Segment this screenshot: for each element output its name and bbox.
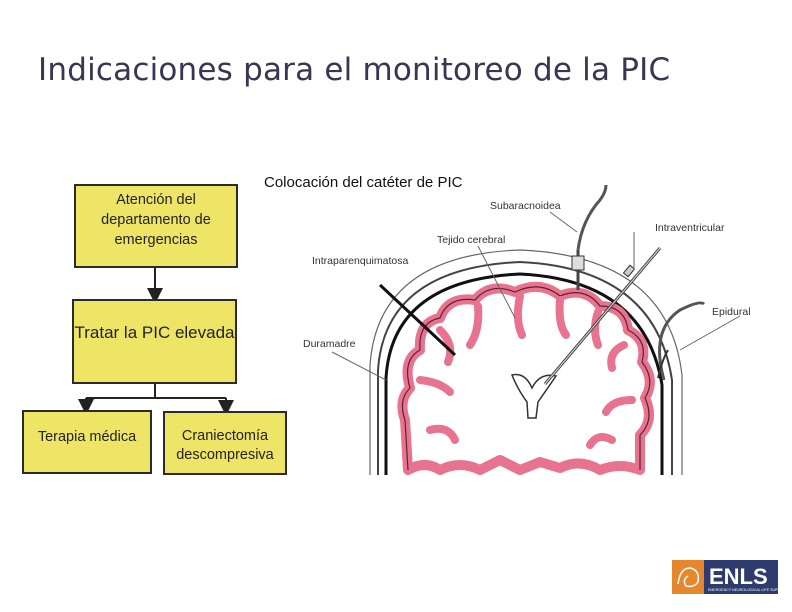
ventricle [510, 373, 558, 419]
label-intraparenchymal: Intraparenquimatosa [312, 255, 409, 267]
flow-box-craniectomy: Craniectomía descompresiva [163, 411, 287, 475]
enls-logo-graphic: ENLS EMERGENCY NEUROLOGICAL LIFE SUPPORT [672, 560, 778, 594]
label-intraventricular: Intraventricular [655, 222, 725, 234]
flow-box-medical-therapy: Terapia médica [22, 410, 152, 474]
label-brain-tissue: Tejido cerebral [437, 234, 506, 246]
catheter-heading: Colocación del catéter de PIC [264, 174, 463, 191]
flow-box-emergency: Atención del departamento de emergencias [74, 184, 238, 268]
enls-logo: ENLS EMERGENCY NEUROLOGICAL LIFE SUPPORT [672, 560, 778, 594]
svg-text:ENLS: ENLS [709, 564, 768, 589]
svg-text:EMERGENCY NEUROLOGICAL LIFE SU: EMERGENCY NEUROLOGICAL LIFE SUPPORT [708, 588, 778, 592]
label-subarachnoid: Subaracnoidea [490, 200, 561, 212]
flow-box-treat-icp: Tratar la PIC elevada [72, 299, 237, 384]
label-epidural: Epidural [712, 306, 751, 318]
label-dura: Duramadre [303, 338, 356, 350]
slide-title: Indicaciones para el monitoreo de la PIC [38, 52, 671, 88]
